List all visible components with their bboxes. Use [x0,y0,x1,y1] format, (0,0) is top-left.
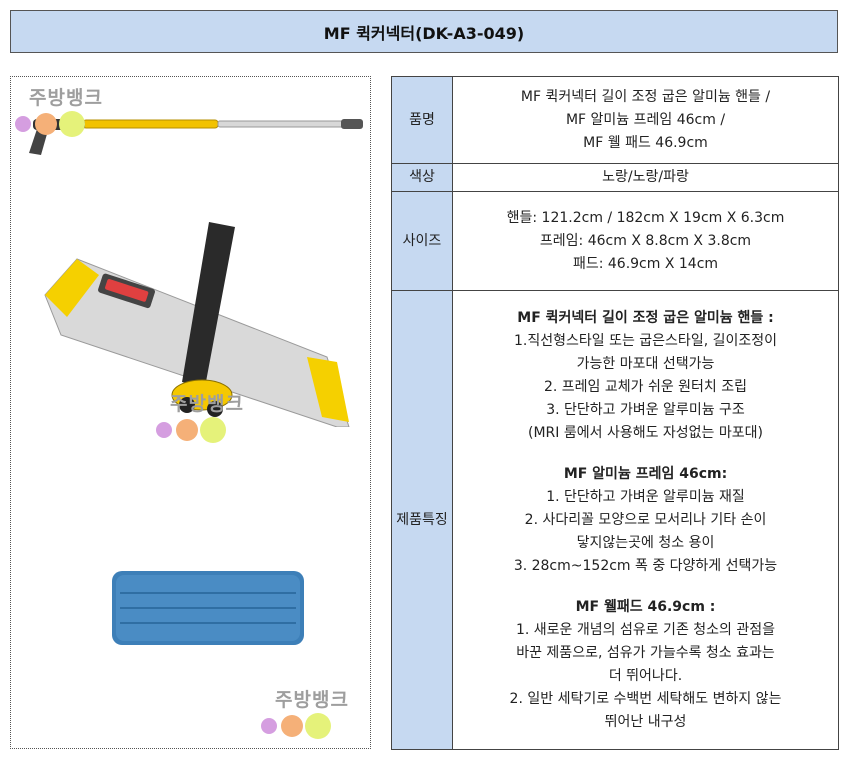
mop-frame-image [44,222,350,427]
spec-table: 품명 MF 퀵커넥터 길이 조정 굽은 알미늄 핸들 / MF 알미늄 프레임 … [391,76,839,750]
name-value: MF 퀵커넥터 길이 조정 굽은 알미늄 핸들 / MF 알미늄 프레임 46c… [452,76,839,164]
feature-heading: MF 알미늄 프레임 46cm: [563,465,728,482]
feature-heading: MF 웰패드 46.9cm : [575,598,716,615]
table-row: 사이즈 핸들: 121.2cm / 182cm X 19cm X 6.3cm 프… [391,191,839,291]
color-value: 노랑/노랑/파랑 [452,163,839,192]
table-row: 색상 노랑/노랑/파랑 [391,163,839,192]
table-row: 제품특징 MF 퀵커넥터 길이 조정 굽은 알미늄 핸들 : 1.직선형스타일 … [391,290,839,750]
size-value: 핸들: 121.2cm / 182cm X 19cm X 6.3cm 프레임: … [452,191,839,291]
feature-label: 제품특징 [391,290,453,750]
name-label: 품명 [391,76,453,164]
size-label: 사이즈 [391,191,453,291]
feature-value: MF 퀵커넥터 길이 조정 굽은 알미늄 핸들 : 1.직선형스타일 또는 굽은… [452,290,839,750]
watermark-logo: 주방뱅크 [261,685,361,745]
feature-heading: MF 퀵커넥터 길이 조정 굽은 알미늄 핸들 : [517,309,774,326]
watermark-logo: 주방뱅크 [156,389,256,449]
table-row: 품명 MF 퀵커넥터 길이 조정 굽은 알미늄 핸들 / MF 알미늄 프레임 … [391,76,839,164]
page-title: MF 퀵커넥터(DK-A3-049) [10,10,838,53]
product-image-panel: 주방뱅크 주방뱅크 주방뱅크 [10,76,371,749]
mop-pad-image [112,571,304,645]
color-label: 색상 [391,163,453,192]
watermark-logo: 주방뱅크 [15,83,115,143]
